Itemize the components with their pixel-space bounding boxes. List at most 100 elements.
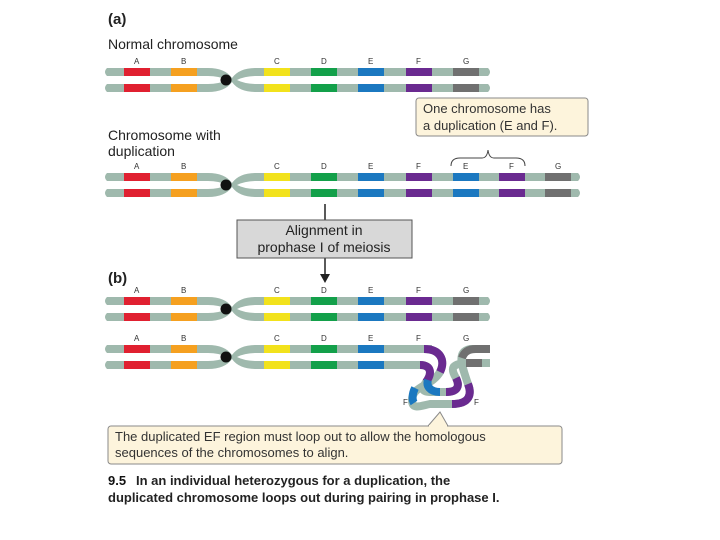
gene-label-b: B <box>181 334 186 343</box>
gene-band-c <box>264 68 290 76</box>
gene-label-c: C <box>274 162 280 171</box>
gene-band-d <box>311 173 337 181</box>
gene-band-a <box>124 173 150 181</box>
gene-label-e: E <box>368 57 373 66</box>
normal-chromosome: A B C D E F G <box>105 57 490 92</box>
gene-band-c <box>264 361 290 369</box>
gene-band-g <box>545 173 571 181</box>
gene-label-a: A <box>134 162 140 171</box>
gene-label-b: B <box>181 57 186 66</box>
callout-line-2: a duplication (E and F). <box>423 118 557 133</box>
gene-band-f <box>406 68 432 76</box>
gene-band-b <box>171 361 197 369</box>
gene-band-g <box>545 189 571 197</box>
gene-band-g <box>453 68 479 76</box>
gene-band-e <box>358 84 384 92</box>
duplicated-homolog-looped: A B C D E F G F F <box>105 334 490 411</box>
gene-band-d <box>311 68 337 76</box>
duplication-heading-line-1: Chromosome with <box>108 127 221 143</box>
gene-label-b: B <box>181 162 186 171</box>
duplication-heading-line-2: duplication <box>108 143 175 159</box>
gene-label-a: A <box>134 286 140 295</box>
chromatid-top <box>105 68 490 80</box>
gene-label-f: F <box>416 286 421 295</box>
gene-band-a <box>124 345 150 353</box>
panel-b-label: (b) <box>108 270 127 287</box>
gene-band-e <box>358 313 384 321</box>
caption-number: 9.5 <box>108 473 126 488</box>
loop-outer-band-g <box>458 345 490 360</box>
centromere <box>220 351 232 363</box>
note-box <box>107 425 563 465</box>
gene-band-b <box>171 84 197 92</box>
gene-band-g <box>453 84 479 92</box>
gene-label-c: C <box>274 286 280 295</box>
alignment-step-line-2: prophase I of meiosis <box>257 239 390 255</box>
gene-band-f <box>406 297 432 305</box>
gene-band-g <box>453 313 479 321</box>
gene-band-a <box>124 313 150 321</box>
gene-band-d <box>311 189 337 197</box>
gene-band-c <box>264 345 290 353</box>
gene-band-d <box>311 313 337 321</box>
centromere <box>220 74 232 86</box>
caption-line-1: In an individual heterozygous for a dupl… <box>136 473 450 488</box>
gene-band-e <box>358 189 384 197</box>
gene-band-f <box>406 173 432 181</box>
chromatid-top <box>105 297 490 309</box>
gene-band-b <box>171 68 197 76</box>
gene-band-c <box>264 313 290 321</box>
duplicated-chromosome: A B C D E F E F G <box>105 162 580 197</box>
gene-label-f: F <box>416 334 421 343</box>
panel-a-label: (a) <box>108 11 126 28</box>
loop-inner-band-f-duplicate <box>445 376 462 396</box>
gene-band-e <box>358 345 384 353</box>
gene-label-d: D <box>321 57 327 66</box>
gene-label-f-duplicate: F <box>509 162 514 171</box>
gene-band-f <box>406 84 432 92</box>
gene-band-a <box>124 297 150 305</box>
alignment-step-line-1: Alignment in <box>285 222 362 238</box>
gene-band-f-duplicate <box>499 173 525 181</box>
gene-band-b <box>171 297 197 305</box>
duplication-brace <box>450 149 526 167</box>
gene-band-e <box>358 173 384 181</box>
normal-homolog: A B C D E F G <box>105 286 490 321</box>
loop-outer-band-f-duplicate <box>451 382 474 408</box>
gene-band-b <box>171 173 197 181</box>
gene-band-e-duplicate <box>453 189 479 197</box>
gene-label-e-duplicate: E <box>463 162 468 171</box>
alignment-step-box <box>236 219 413 259</box>
gene-label-e: E <box>368 162 373 171</box>
loop-outer-band-e <box>408 386 419 406</box>
gene-band-f-duplicate <box>499 189 525 197</box>
gene-band-b <box>171 313 197 321</box>
loop-explanation-note: The duplicated EF region must loop out t… <box>107 411 563 465</box>
gene-band-b <box>171 345 197 353</box>
gene-band-g <box>453 297 479 305</box>
gene-band-a <box>124 68 150 76</box>
gene-band-c <box>264 173 290 181</box>
gene-band-f <box>406 189 432 197</box>
gene-label-g: G <box>463 334 469 343</box>
note-line-1: The duplicated EF region must loop out t… <box>115 429 486 444</box>
chromatid-bottom <box>105 309 490 321</box>
gene-band-d <box>311 297 337 305</box>
gene-label-d: D <box>321 334 327 343</box>
gene-label-d: D <box>321 162 327 171</box>
gene-label-e: E <box>368 334 373 343</box>
callout-line-1: One chromosome has <box>423 101 551 116</box>
centromere <box>220 303 232 315</box>
gene-label-a: A <box>134 334 140 343</box>
gene-band-c <box>264 84 290 92</box>
gene-band-d <box>311 345 337 353</box>
gene-band-e <box>358 68 384 76</box>
gene-label-c: C <box>274 57 280 66</box>
gene-label-a: A <box>134 57 140 66</box>
loop-inner-band-e <box>423 378 441 396</box>
gene-band-e <box>358 297 384 305</box>
gene-band-a <box>124 361 150 369</box>
gene-band-f <box>406 313 432 321</box>
gene-band-c <box>264 297 290 305</box>
